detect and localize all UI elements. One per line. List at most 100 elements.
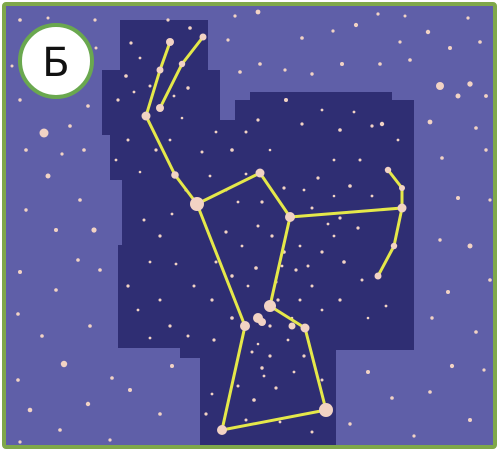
background-star: [468, 244, 473, 249]
region-star: [274, 386, 277, 389]
region-star: [307, 265, 310, 268]
background-star: [310, 72, 313, 75]
constellation-star: [156, 104, 164, 112]
region-star: [257, 225, 260, 228]
region-star: [154, 148, 157, 151]
constellation-star: [171, 171, 179, 179]
constellation-star: [166, 38, 174, 46]
region-star: [321, 109, 324, 112]
background-star: [438, 238, 441, 241]
background-star: [482, 368, 485, 371]
background-star: [474, 330, 478, 334]
region-star: [338, 128, 342, 132]
region-star: [311, 207, 314, 210]
region-star: [303, 189, 306, 192]
region-star: [257, 343, 260, 346]
background-star: [448, 46, 452, 50]
background-star: [456, 94, 461, 99]
region-star: [149, 261, 152, 264]
constellation-star: [301, 324, 310, 333]
constellation-star: [200, 34, 207, 41]
region-star: [171, 213, 174, 216]
background-star: [16, 378, 20, 382]
background-star: [300, 36, 304, 40]
background-star: [40, 334, 44, 338]
region-star: [311, 285, 314, 288]
region-star: [215, 261, 218, 264]
constellation-star: [157, 67, 164, 74]
background-star: [76, 258, 80, 262]
region-star: [281, 265, 284, 268]
region-star: [215, 131, 218, 134]
constellation-star: [319, 403, 333, 417]
region-star: [299, 245, 302, 248]
background-star: [258, 62, 262, 66]
region-star: [115, 159, 118, 162]
region-star: [294, 268, 297, 271]
region-star: [371, 195, 374, 198]
constellation-star: [399, 185, 405, 191]
region-star: [204, 412, 207, 415]
background-star: [18, 18, 22, 22]
constellation-star: [264, 300, 276, 312]
region-star: [268, 354, 271, 357]
region-star: [230, 274, 233, 277]
background-star: [24, 208, 27, 211]
region-star: [133, 91, 136, 94]
region-star: [201, 151, 204, 154]
region-star: [254, 266, 258, 270]
region-star: [279, 421, 282, 424]
region-star: [149, 85, 152, 88]
background-star: [398, 40, 401, 43]
badge: Б: [20, 25, 92, 97]
region-star: [137, 309, 140, 312]
background-star: [428, 390, 432, 394]
constellation-star: [240, 321, 250, 331]
background-star: [188, 26, 192, 30]
region-star: [159, 299, 162, 302]
region-star: [256, 118, 259, 121]
region-star: [210, 298, 213, 301]
region-star: [321, 309, 324, 312]
region-star: [158, 234, 161, 237]
region-star: [380, 122, 384, 126]
region-star: [333, 235, 336, 238]
background-star: [28, 408, 33, 413]
constellation-star: [217, 425, 227, 435]
background-star: [238, 70, 242, 74]
region-star: [359, 159, 362, 162]
constellation-star: [142, 112, 151, 121]
background-star: [390, 396, 394, 400]
background-star: [450, 364, 454, 368]
background-star: [91, 227, 96, 232]
background-star: [82, 148, 86, 152]
constellation-star: [391, 243, 397, 249]
background-star: [110, 376, 114, 380]
constellation-star: [398, 204, 407, 213]
constellation-star: [256, 169, 265, 178]
region-star: [181, 117, 184, 120]
background-star: [68, 124, 72, 128]
background-star: [47, 17, 50, 20]
background-star: [354, 23, 358, 27]
background-star: [404, 15, 407, 18]
background-star: [331, 29, 334, 32]
background-star: [86, 402, 90, 406]
region-star: [333, 159, 336, 162]
region-star: [245, 173, 248, 176]
region-star: [143, 219, 146, 222]
region-star: [260, 200, 263, 203]
background-star: [283, 68, 286, 71]
background-star: [128, 388, 132, 392]
region-star: [316, 176, 319, 179]
region-star: [293, 371, 296, 374]
region-star: [173, 95, 176, 98]
background-star: [256, 10, 261, 15]
region-star: [321, 379, 324, 382]
background-star: [484, 94, 488, 98]
region-star: [247, 285, 250, 288]
background-star: [54, 228, 58, 232]
background-star: [430, 316, 433, 319]
region-star: [311, 431, 314, 434]
region-star: [193, 285, 196, 288]
